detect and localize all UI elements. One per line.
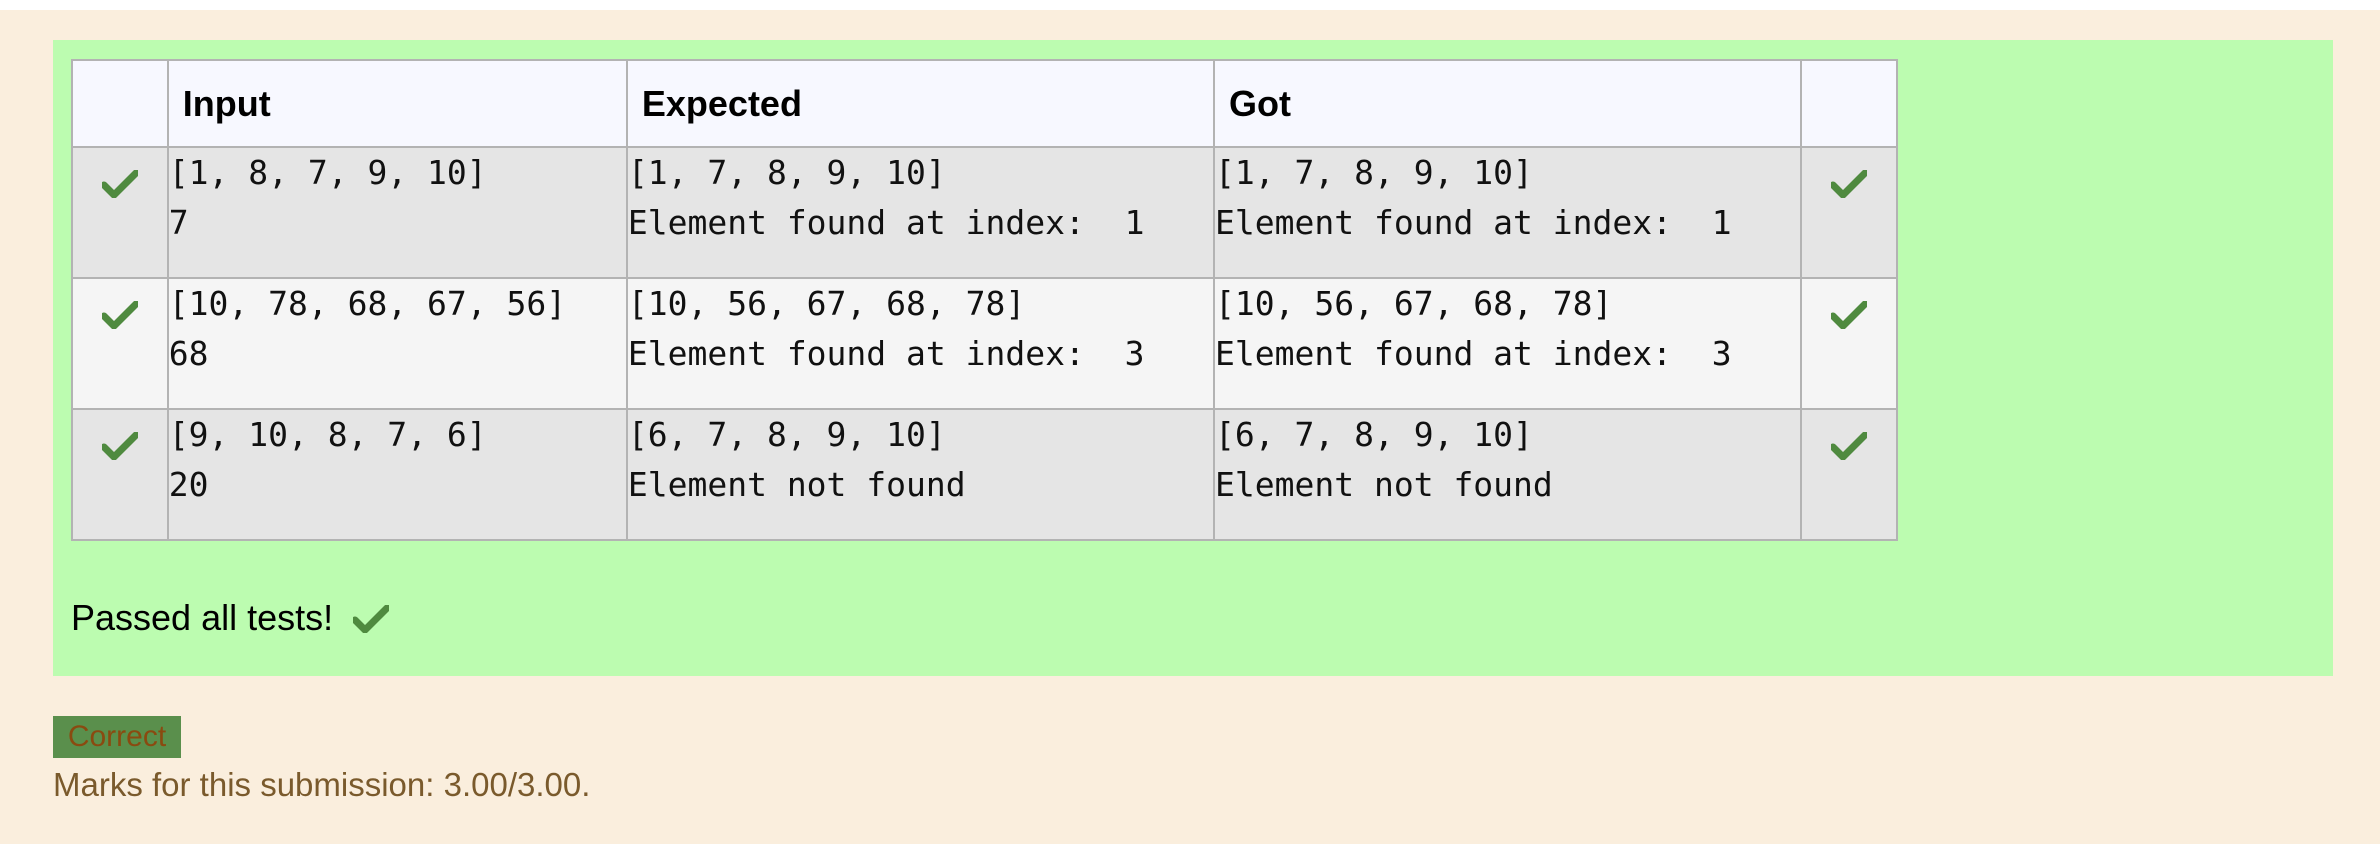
table-header-row: Input Expected Got bbox=[71, 59, 1898, 148]
check-icon bbox=[353, 605, 390, 633]
got-cell: [6, 7, 8, 9, 10] Element not found bbox=[1213, 408, 1803, 541]
check-icon bbox=[1831, 432, 1868, 460]
correct-badge: Correct bbox=[53, 716, 181, 758]
check-icon bbox=[1831, 170, 1868, 198]
passed-text: Passed all tests! bbox=[71, 597, 334, 638]
got-cell: [10, 56, 67, 68, 78] Element found at in… bbox=[1213, 277, 1803, 410]
row-result-cell bbox=[1800, 408, 1898, 541]
check-icon bbox=[101, 170, 138, 198]
header-status-left bbox=[71, 59, 169, 148]
row-result-cell bbox=[1800, 277, 1898, 410]
check-icon bbox=[101, 301, 138, 329]
got-cell: [1, 7, 8, 9, 10] Element found at index:… bbox=[1213, 146, 1803, 279]
expected-cell: [1, 7, 8, 9, 10] Element found at index:… bbox=[625, 146, 1216, 279]
marks-text: Marks for this submission: 3.00/3.00. bbox=[53, 766, 591, 803]
check-icon bbox=[101, 432, 138, 460]
header-status-right bbox=[1800, 59, 1898, 148]
table-row: [10, 78, 68, 67, 56] 68 [10, 56, 67, 68,… bbox=[71, 277, 1898, 410]
test-results-box: Input Expected Got [1, 8, 7, 9, 10] 7 [1… bbox=[53, 40, 2333, 676]
input-cell: [1, 8, 7, 9, 10] 7 bbox=[166, 146, 628, 279]
input-cell: [10, 78, 68, 67, 56] 68 bbox=[166, 277, 628, 410]
table-row: [9, 10, 8, 7, 6] 20 [6, 7, 8, 9, 10] Ele… bbox=[71, 408, 1898, 541]
input-cell: [9, 10, 8, 7, 6] 20 bbox=[166, 408, 628, 541]
test-results-table: Input Expected Got [1, 8, 7, 9, 10] 7 [1… bbox=[71, 59, 1898, 541]
passed-all-tests-message: Passed all tests! bbox=[71, 597, 390, 639]
row-status-cell bbox=[71, 277, 169, 410]
row-status-cell bbox=[71, 146, 169, 279]
check-icon bbox=[1831, 301, 1868, 329]
header-input: Input bbox=[166, 59, 628, 148]
question-feedback-area: Input Expected Got [1, 8, 7, 9, 10] 7 [1… bbox=[0, 10, 2380, 844]
expected-cell: [6, 7, 8, 9, 10] Element not found bbox=[625, 408, 1216, 541]
header-got: Got bbox=[1213, 59, 1803, 148]
expected-cell: [10, 56, 67, 68, 78] Element found at in… bbox=[625, 277, 1216, 410]
row-status-cell bbox=[71, 408, 169, 541]
table-row: [1, 8, 7, 9, 10] 7 [1, 7, 8, 9, 10] Elem… bbox=[71, 146, 1898, 279]
header-expected: Expected bbox=[625, 59, 1216, 148]
row-result-cell bbox=[1800, 146, 1898, 279]
